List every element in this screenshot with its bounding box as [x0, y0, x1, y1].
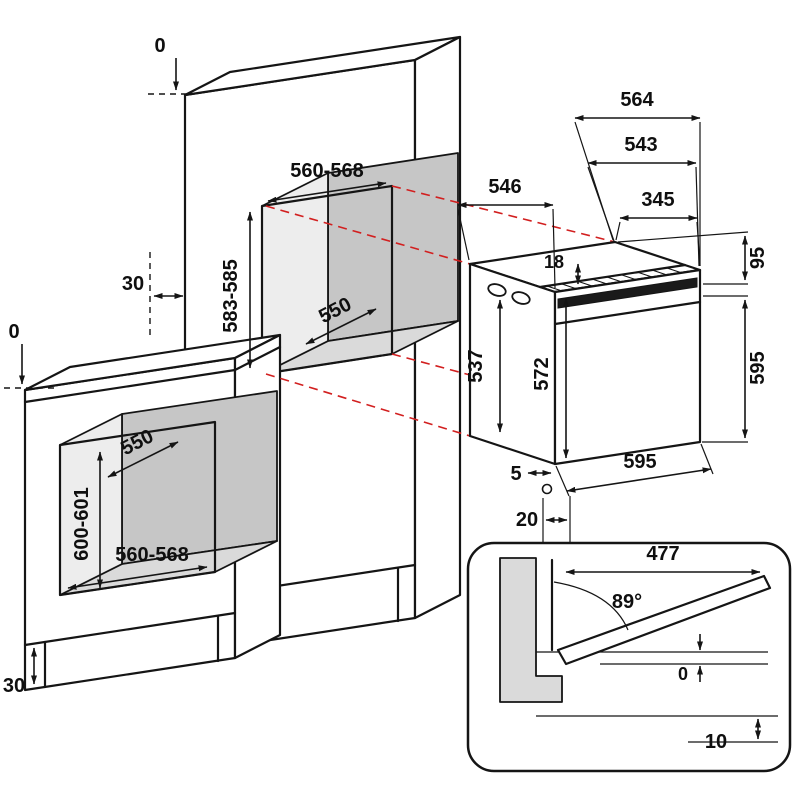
- dim-door-clearance: 0: [678, 634, 703, 684]
- door-depth-open-label: 477: [646, 543, 679, 565]
- detail-marker-circle: [541, 483, 553, 495]
- inset-angle-arc: [553, 581, 629, 631]
- oven-door-top-strip: [538, 263, 687, 292]
- oven-front-clearance-label: 20: [516, 509, 538, 531]
- oven-side-vent-1: [487, 283, 507, 297]
- oven-door-gap-top-label: 18: [544, 252, 564, 272]
- door-angle-label: 89°: [612, 591, 642, 613]
- dim-oven-width: 595: [555, 443, 714, 497]
- dim-bottom-clearance: 10: [536, 715, 778, 753]
- oven: [468, 240, 702, 466]
- dim-oven-front-inner-height: 572: [531, 297, 569, 459]
- dim-tall-niche-width: 560-568: [267, 160, 387, 203]
- oven-height-label: 595: [747, 351, 769, 384]
- base-cabinet: [23, 333, 282, 692]
- dim-tall-rear-gap: 30: [122, 252, 184, 338]
- base-cabinet-plinth: [23, 611, 237, 689]
- dim-oven-depth-no-door: 543: [587, 134, 700, 267]
- tall-niche-height-label: 583-585: [220, 259, 242, 332]
- dim-oven-depth-body: 546: [457, 176, 556, 289]
- inset-open-door: [556, 574, 772, 666]
- base-cabinet-worktop: [23, 345, 282, 404]
- oven-control-panel-line: [553, 300, 702, 326]
- base-niche-height-label: 600-601: [71, 487, 93, 560]
- base-niche-back-panel: [121, 390, 278, 565]
- base-niche-opening: [58, 420, 217, 597]
- dim-oven-height: 595: [702, 295, 769, 443]
- tall-top-clearance-label: 0: [154, 35, 165, 57]
- oven-side-vent-2: [511, 291, 531, 305]
- base-niche-width-label: 560-568: [115, 544, 188, 566]
- dim-oven-door-gap-top: 18: [544, 252, 581, 285]
- inset-cabinet-section: [499, 557, 563, 703]
- oven-bottom-gap-label: 5: [510, 463, 521, 485]
- dim-door-depth-open: 477: [565, 543, 761, 575]
- oven-depth-rear-label: 345: [641, 189, 674, 211]
- oven-depth-no-door-label: 543: [624, 134, 657, 156]
- dim-base-top-clearance: 0: [4, 321, 58, 389]
- dim-oven-body-height: 537: [465, 299, 503, 433]
- oven-depth-total-label: 564: [620, 89, 654, 111]
- dim-tall-top-clearance: 0: [148, 35, 190, 95]
- dim-oven-bottom-gap: 5: [510, 463, 552, 485]
- oven-front-inner-height-label: 572: [531, 357, 553, 390]
- niche-to-oven-projection-lines: [265, 185, 616, 437]
- oven-panel-height-label: 95: [747, 247, 769, 269]
- door-detail-inset: 477 89° 0 10: [466, 541, 792, 773]
- dim-base-niche-width: 560-568: [67, 544, 208, 590]
- oven-body-height-label: 537: [465, 349, 487, 382]
- dim-oven-panel-height: 95: [617, 231, 769, 285]
- dim-oven-depth-total: 564: [574, 89, 701, 266]
- bottom-clearance-label: 10: [705, 731, 727, 753]
- base-plinth-vent-label: 30: [3, 675, 25, 697]
- dim-oven-front-clearance: 20: [516, 483, 571, 543]
- dim-oven-depth-rear-section: 345: [615, 189, 701, 267]
- dim-base-plinth-vent: 30: [3, 647, 37, 697]
- tall-rear-gap-label: 30: [122, 273, 144, 295]
- oven-depth-body-label: 546: [488, 176, 521, 198]
- dim-tall-niche-height: 583-585: [220, 211, 253, 369]
- base-top-clearance-label: 0: [8, 321, 19, 343]
- oven-door-handle: [557, 277, 698, 309]
- tall-niche-width-label: 560-568: [290, 160, 363, 182]
- oven-width-label: 595: [623, 451, 656, 473]
- door-clearance-label: 0: [678, 664, 688, 684]
